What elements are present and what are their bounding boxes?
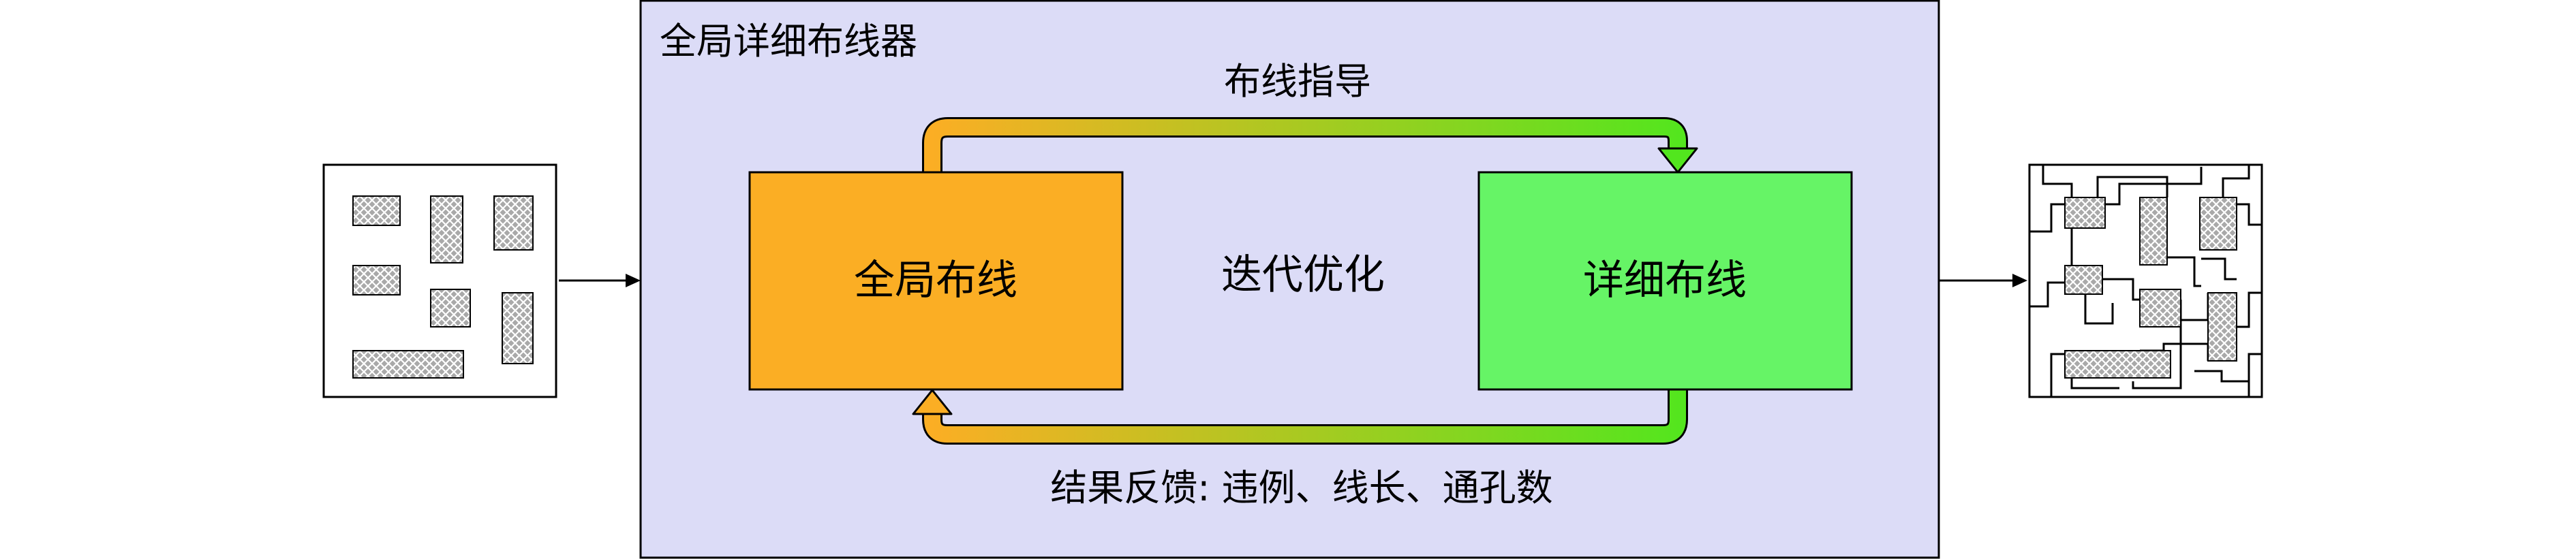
detailed-routing-label: 详细布线 bbox=[1583, 257, 1747, 304]
container-title: 全局详细布线器 bbox=[660, 20, 917, 63]
cell-block bbox=[430, 289, 471, 328]
cell-block bbox=[352, 195, 401, 226]
cell-block bbox=[502, 292, 534, 364]
output-arrow bbox=[1939, 274, 2027, 287]
guidance-arrow bbox=[922, 117, 1698, 174]
global-routing-block: 全局布线 bbox=[748, 171, 1124, 391]
cell-block bbox=[2139, 289, 2181, 328]
cell-block bbox=[2064, 350, 2171, 379]
cell-block bbox=[493, 195, 534, 251]
cell-block bbox=[430, 195, 463, 263]
cell-block bbox=[2064, 197, 2106, 229]
guidance-label: 布线指导 bbox=[1224, 60, 1371, 103]
routed-wires bbox=[2029, 165, 2262, 397]
cell-block bbox=[352, 265, 401, 296]
cell-block bbox=[2207, 292, 2237, 362]
feedback-arrow bbox=[912, 389, 1688, 445]
input-placement-panel bbox=[322, 163, 557, 398]
cell-block bbox=[352, 350, 464, 379]
cell-block bbox=[2064, 265, 2103, 295]
cell-block bbox=[2139, 197, 2168, 266]
detailed-routing-block: 详细布线 bbox=[1477, 171, 1853, 391]
feedback-label: 结果反馈: 违例、线长、通孔数 bbox=[1050, 466, 1552, 509]
iteration-label: 迭代优化 bbox=[1221, 251, 1385, 299]
cell-block bbox=[2199, 197, 2237, 251]
input-arrow bbox=[559, 274, 641, 287]
global-routing-label: 全局布线 bbox=[854, 257, 1017, 304]
routed-layout-panel bbox=[2028, 163, 2263, 398]
